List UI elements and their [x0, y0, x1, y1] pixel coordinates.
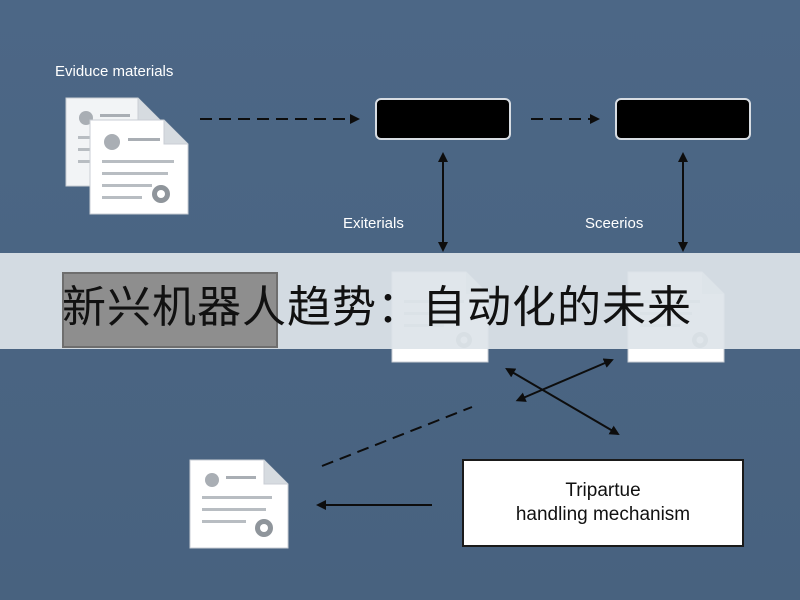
- tripartite-line-2: handling mechanism: [515, 504, 691, 525]
- banner-title: 新兴机器人趋势：自动化的未来: [62, 282, 692, 333]
- banner-grey-block: [62, 272, 278, 348]
- arrow-dashed-diagonal: [321, 406, 473, 467]
- sceerios-label: Sceerios: [585, 215, 644, 232]
- evidence-materials-label: Eviduce materials: [55, 63, 174, 80]
- tripartite-line-1: Tripartue: [565, 480, 641, 501]
- process-box-2: [615, 98, 751, 140]
- arrow-diagonal-down: [505, 367, 620, 436]
- document-stack-icon: [65, 97, 189, 215]
- tripartite-box: Tripartue handling mechanism: [462, 459, 744, 547]
- document-icon: [189, 459, 289, 549]
- arrow-diagonal-up: [515, 358, 614, 402]
- document-icon: [89, 119, 189, 215]
- process-box-1: [375, 98, 511, 140]
- exiterials-label: Exiterials: [343, 215, 404, 232]
